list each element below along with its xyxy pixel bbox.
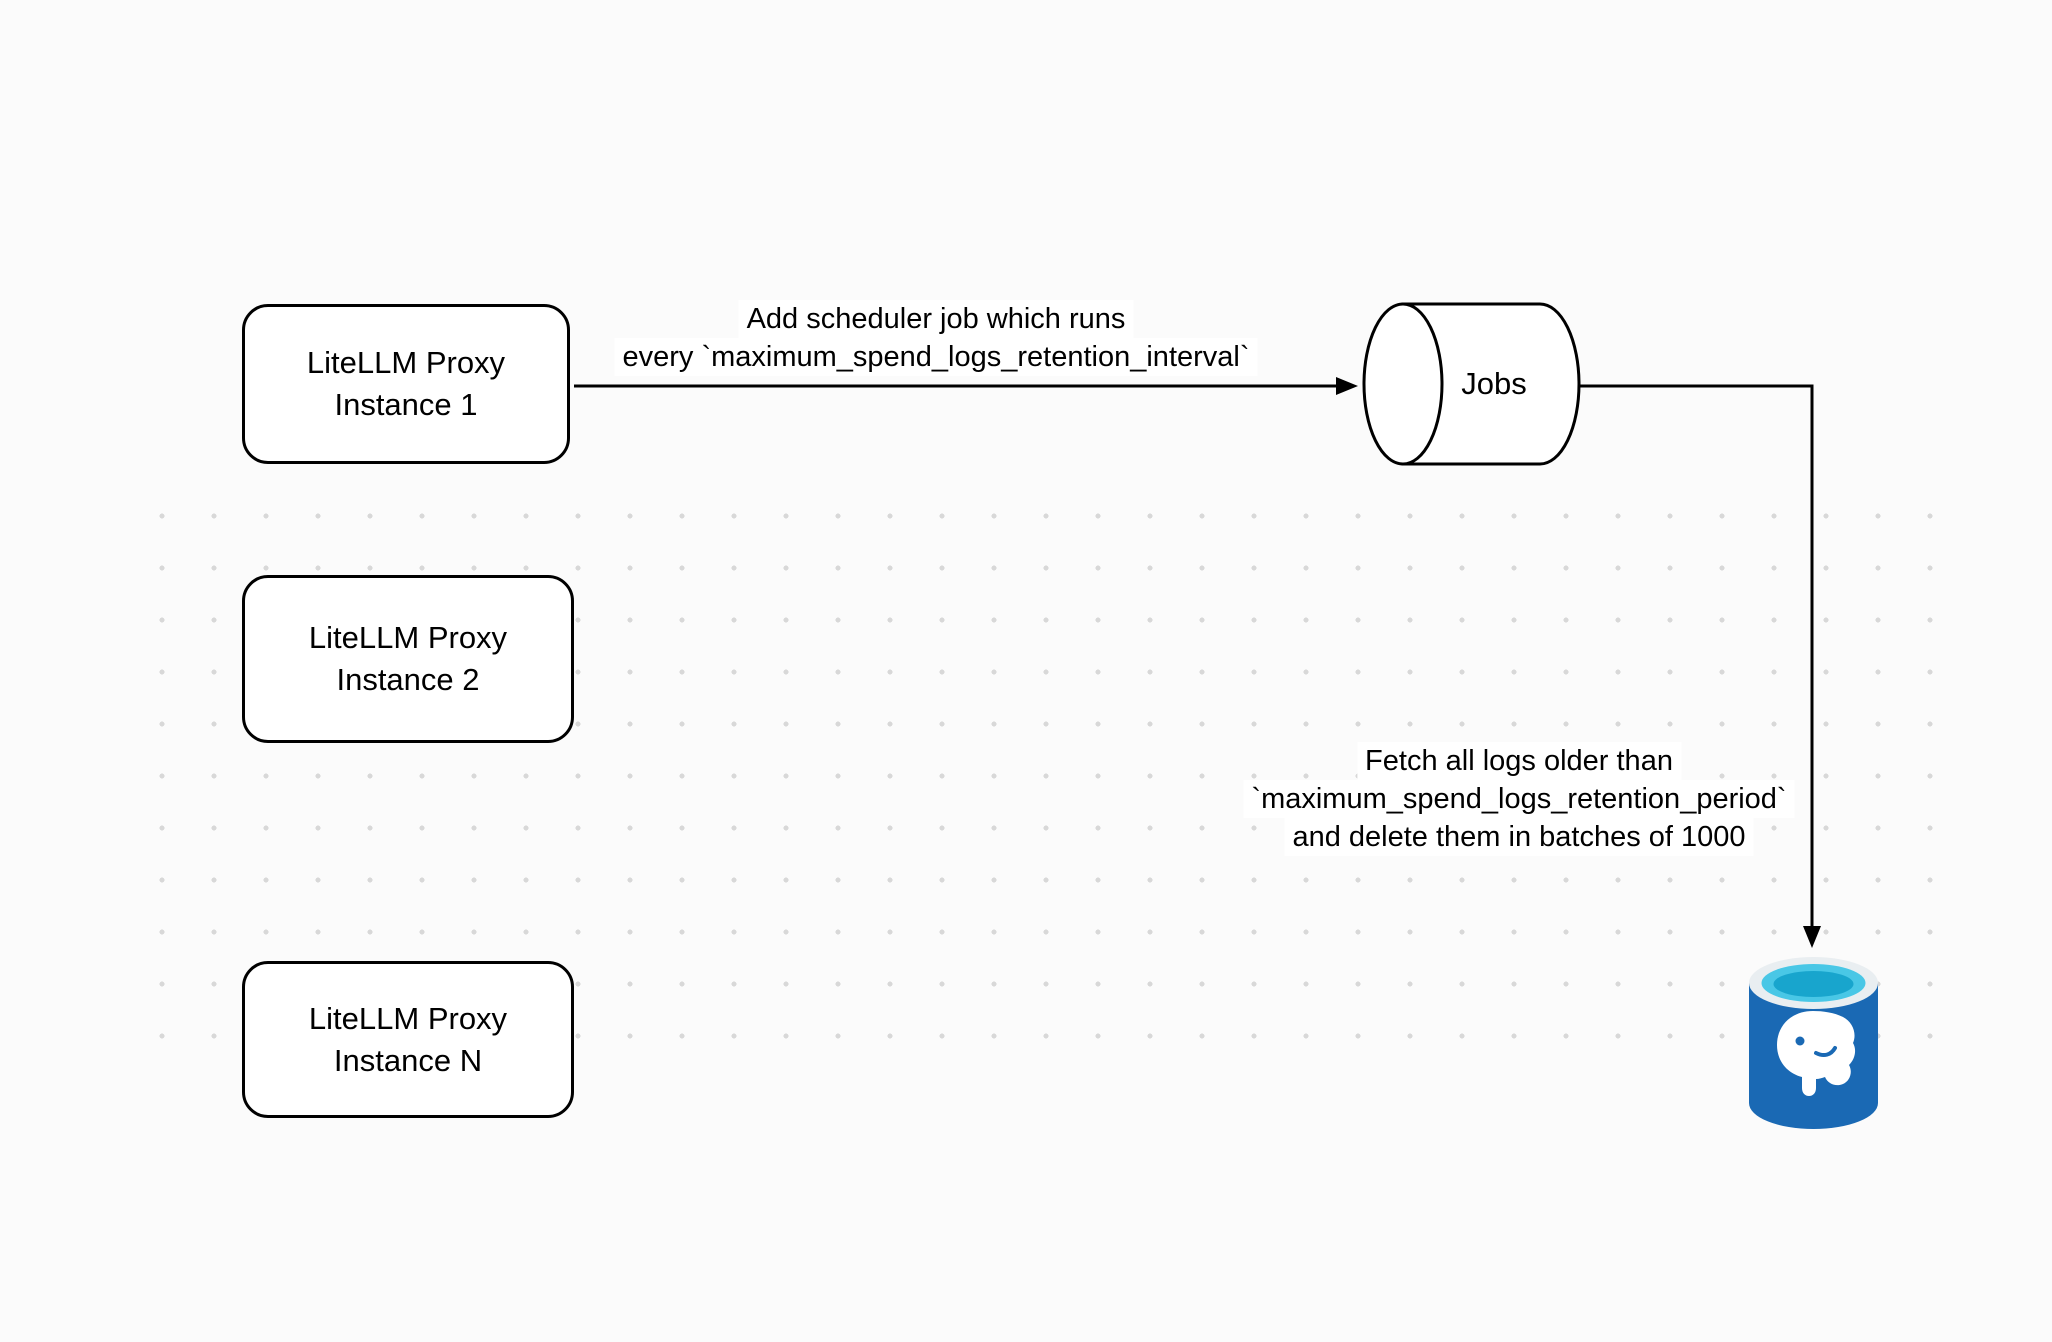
edge-label-add-scheduler-job: Add scheduler job which runs every `maxi… [614,300,1258,376]
jobs-label: Jobs [1461,366,1527,401]
edge-label-fetch-delete: Fetch all logs older than `maximum_spend… [1243,742,1795,856]
node-proxy-instance-1[interactable]: LiteLLM Proxy Instance 1 [242,304,570,464]
node-label-line: Instance 1 [334,387,478,422]
postgresql-elephant-icon [1749,957,1878,1129]
edge-label-line: `maximum_spend_logs_retention_period` [1243,780,1795,818]
node-label-line: LiteLLM Proxy [308,1000,508,1036]
node-jobs-queue[interactable]: Jobs [1362,302,1582,466]
node-postgres-database[interactable] [1744,953,1883,1136]
node-label-line: LiteLLM Proxy [308,620,508,655]
edge-label-line: Fetch all logs older than [1357,742,1681,780]
node-proxy-instance-2[interactable]: LiteLLM Proxy Instance 2 [242,575,574,743]
node-proxy-instance-n[interactable]: LiteLLM Proxy Instance N [242,961,574,1118]
cylinder-shape [1362,302,1581,466]
edge-label-line: Add scheduler job which runs [738,300,1134,338]
node-label-line: LiteLLM Proxy [306,345,506,380]
node-label-line: Instance N [333,1042,483,1078]
edge-fetch-delete[interactable] [1580,384,1821,948]
edge-label-line: every `maximum_spend_logs_retention_inte… [614,338,1258,376]
node-label-line: Instance 2 [336,662,480,697]
edge-label-line: and delete them in batches of 1000 [1284,818,1754,856]
